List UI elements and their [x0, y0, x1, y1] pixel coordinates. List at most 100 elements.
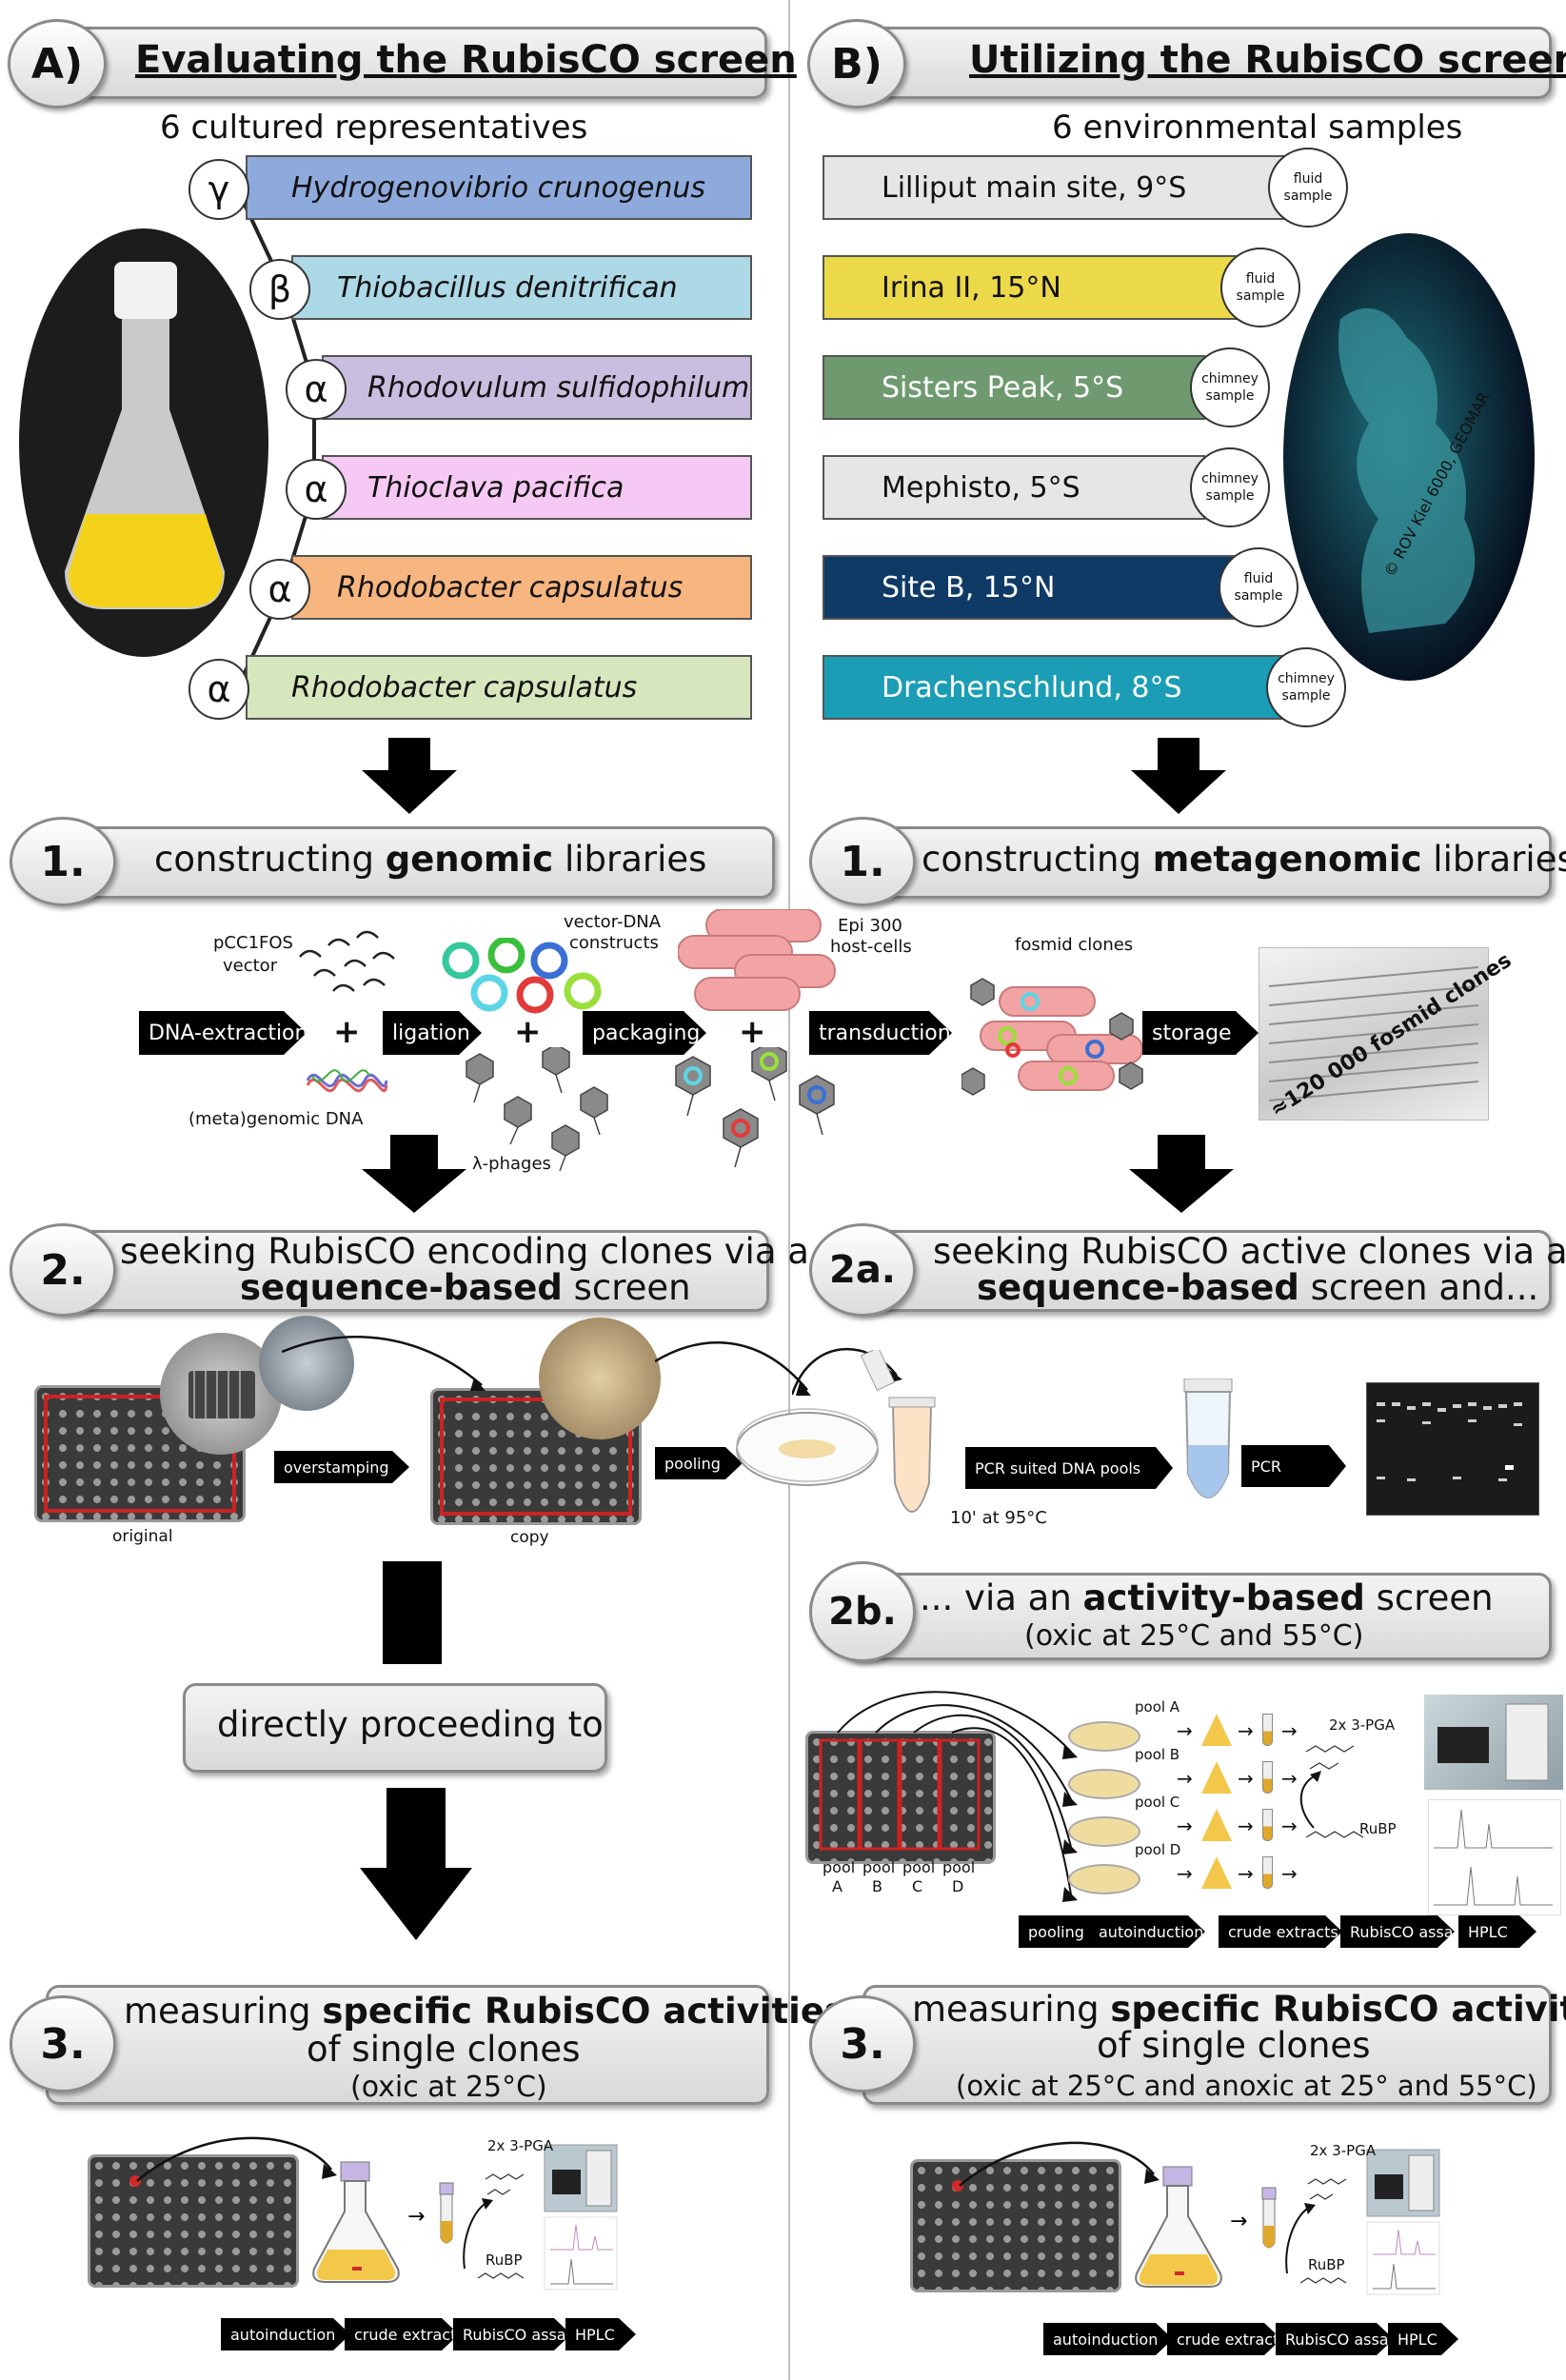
pooling-arrow: pooling [655, 1447, 743, 1479]
b-step3-line2: of single clones [1097, 2025, 1371, 2066]
vent-chimney-icon [1338, 307, 1476, 633]
b-step3-line1: measuring specific RubisCO activities [912, 1992, 1566, 2028]
plate-pool-letter: B [872, 1877, 882, 1895]
greek-letter-circle: α [188, 659, 249, 720]
b-step2a-post: screen and... [1298, 1267, 1539, 1308]
vector-label-2: vector [223, 956, 278, 976]
sample-type-circle: fluid sample [1220, 248, 1300, 327]
sample-type: chimney sample [1201, 471, 1259, 504]
down-arrow-a2 [362, 1135, 466, 1213]
chromatogram-icon [1434, 1809, 1553, 1906]
original-label: original [112, 1527, 173, 1546]
curved-arrow-1 [282, 1336, 486, 1391]
plate-pool-word: pool [942, 1858, 976, 1876]
a-connector-rect [383, 1561, 442, 1664]
panel-b-letter-circle: B) [807, 19, 906, 109]
direct-box [183, 1683, 607, 1773]
greek-letter-circle: α [286, 359, 347, 420]
arrow-glyph: → [1281, 1815, 1298, 1837]
b2b-chromatogram [1428, 1799, 1561, 1915]
a-step2-bold: sequence-based [240, 1267, 563, 1308]
a-step1-text: constructing genomic libraries [154, 842, 706, 878]
arrow-glyph: → [1238, 1767, 1254, 1790]
hplc-instrument-icon [1437, 1703, 1549, 1781]
sample-type-circle: chimney sample [1190, 447, 1270, 527]
species-bar: Thioclava pacifica [322, 455, 752, 520]
agar-plate-icon [1068, 1816, 1140, 1847]
b-assay-graphics: → [959, 2141, 1440, 2295]
pool-label: pool B [1135, 1746, 1180, 1763]
species-name: Thiobacillus denitrifican [337, 270, 678, 305]
vector-arcs-icon [299, 930, 395, 992]
heat-tube-icon [860, 1350, 936, 1513]
down-arrow-a1 [362, 738, 457, 814]
greek-letter-circle: β [249, 259, 310, 320]
a-assay-arrow: HPLC [565, 2318, 636, 2350]
step2b-arrow: crude extracts [1219, 1915, 1342, 1948]
b-step3-bold: specific RubisCO activities [1110, 1989, 1566, 2030]
a-step2-line2: sequence-based screen [240, 1270, 691, 1306]
svg-text:→: → [407, 2205, 425, 2229]
b-step2a-line1: seeking RubisCO active clones via a [933, 1231, 1566, 1272]
b-step1-post: libraries [1421, 839, 1566, 880]
library-step-arrow: DNA-extraction [139, 1011, 307, 1055]
pcr-arrow: PCR [1241, 1445, 1346, 1487]
copy-label: copy [510, 1528, 549, 1547]
down-arrow-b2 [1129, 1135, 1234, 1213]
sample-type: fluid sample [1283, 171, 1333, 204]
pool-label: pool A [1135, 1698, 1180, 1716]
constructs-rings-icon [442, 938, 602, 1014]
sample-type: fluid sample [1234, 571, 1283, 604]
genomic-dna-icon [306, 1069, 388, 1093]
a-assay-plate [88, 2154, 299, 2288]
species-bar: Hydrogenovibrio crunogenus [246, 155, 752, 220]
species-name: Rhodobacter capsulatus [337, 570, 684, 605]
flask-icon [1201, 1714, 1232, 1746]
site-bar: Mephisto, 5°S [823, 455, 1205, 520]
sample-type-circle: fluid sample [1268, 148, 1348, 228]
b-step2b-post: screen [1364, 1577, 1494, 1618]
b-selected-well [952, 2180, 963, 2192]
panel-a-title-bar [38, 27, 767, 99]
panel-divider [788, 0, 790, 2380]
a-assay-arrow: RubisCO assay [453, 2318, 571, 2350]
a-step1-circle: 1. [10, 817, 116, 906]
plate-stack-icon [1268, 966, 1479, 1101]
panel-b-title-bar [845, 27, 1552, 99]
pool-label: pool C [1135, 1794, 1180, 1811]
arrow-glyph: → [1281, 1719, 1298, 1742]
plus-1: + [333, 1013, 361, 1051]
storage-plates-photo [1259, 947, 1489, 1121]
svg-text:→: → [1230, 2210, 1247, 2233]
arrow-glyph: → [1177, 1815, 1193, 1837]
b-step2a-bar [845, 1230, 1552, 1312]
a-step1-bold: genomic [385, 839, 554, 880]
a-step3-circle: 3. [10, 1995, 116, 2092]
a-step2-num: 2. [40, 1245, 86, 1295]
flask-icon [1201, 1809, 1232, 1841]
fosmid-label: fosmid clones [1015, 935, 1134, 955]
a-selected-well [129, 2175, 141, 2187]
dna-label: (meta)genomic DNA [188, 1109, 364, 1129]
b-step1-text: constructing metagenomic libraries [922, 842, 1566, 878]
library-step-arrow: ligation [383, 1011, 482, 1055]
phage-label: λ-phages [472, 1154, 551, 1174]
panel-a-subtitle: 6 cultured representatives [160, 109, 588, 147]
b-step1-pre: constructing [922, 839, 1153, 880]
panel-a-letter-circle: A) [8, 19, 107, 109]
pool-label: pool D [1135, 1841, 1181, 1858]
pcr-tube-icon [1183, 1378, 1233, 1498]
stamp-photo-2 [259, 1316, 354, 1411]
sample-type: chimney sample [1201, 371, 1259, 404]
species-name: Rhodovulum sulfidophilum [367, 370, 750, 405]
arrow-glyph: → [1177, 1862, 1193, 1885]
b-step2b-line2: (oxic at 25°C and 55°C) [1024, 1619, 1364, 1653]
greek-letter: β [268, 268, 292, 310]
vent-photo [1283, 233, 1535, 681]
b-step2b-pre: ... via an [920, 1577, 1083, 1618]
arrow-glyph: → [1281, 1862, 1298, 1885]
arrow-glyph: → [1281, 1767, 1298, 1790]
sample-type-circle: chimney sample [1190, 347, 1270, 427]
a-step3-line3: (oxic at 25°C) [350, 2071, 547, 2104]
packaged-phages-icon [675, 1047, 835, 1168]
